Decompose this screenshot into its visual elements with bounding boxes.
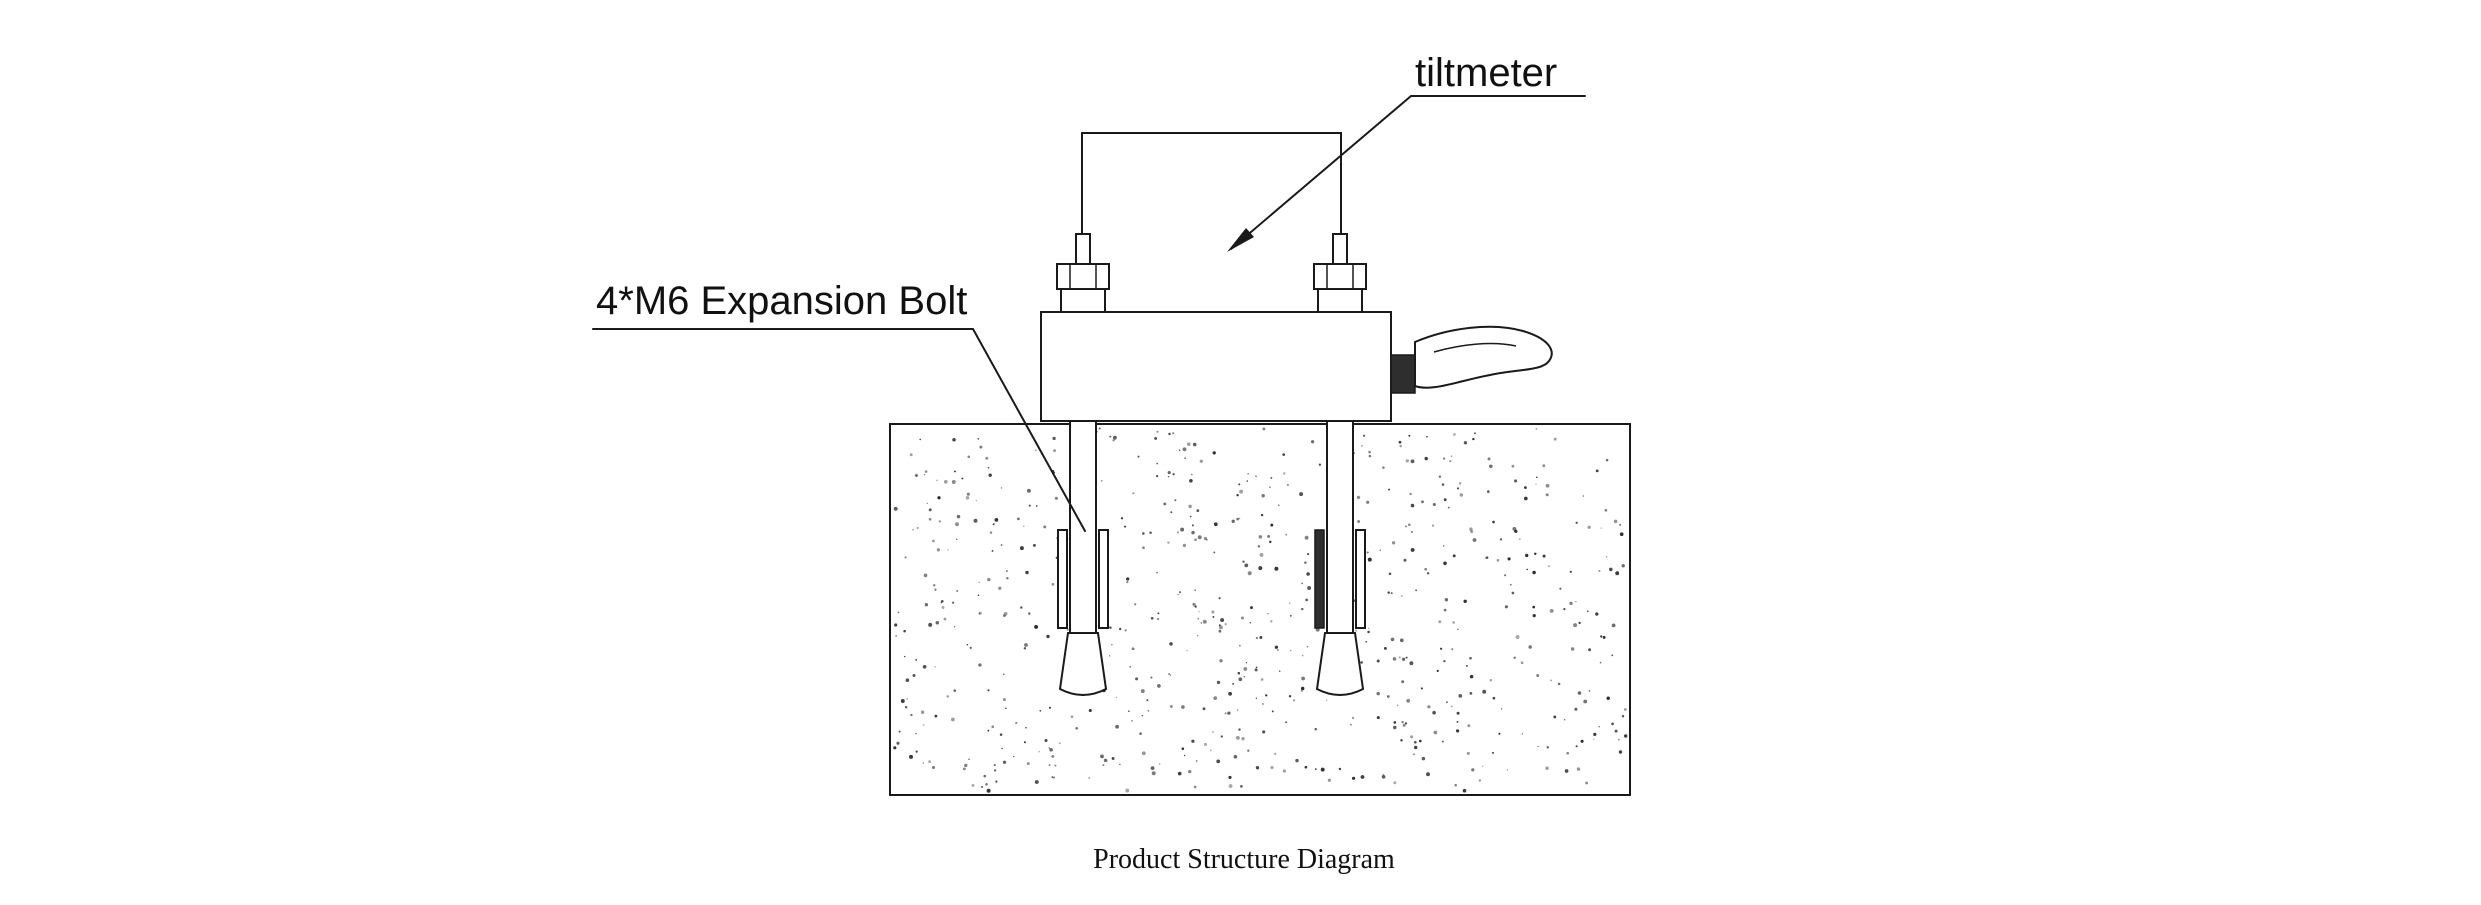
cable (1414, 325, 1553, 389)
fastening-nut-left (1056, 233, 1110, 313)
cable-assembly (1390, 325, 1553, 394)
cable-gland (1390, 354, 1416, 394)
tiltmeter-leader (1227, 95, 1586, 252)
tiltmeter-body (1081, 132, 1342, 313)
hex-nut-right (1313, 263, 1367, 290)
expansion-cone-right (1315, 632, 1365, 696)
hex-nut-left (1056, 263, 1110, 290)
concrete-base-outline (889, 423, 1631, 796)
bolt-shaft-right (1326, 420, 1354, 636)
expansion-sleeve-left-b (1098, 529, 1109, 629)
tiltmeter-arrowhead (1227, 228, 1254, 252)
washer-right (1317, 288, 1363, 313)
cable-fold-line (1433, 342, 1517, 353)
bolt-stud-right (1332, 233, 1348, 265)
fastening-nut-right (1313, 233, 1367, 313)
expansion-sleeve-right-b (1355, 529, 1366, 629)
concrete-texture (893, 427, 1628, 793)
mounting-plate (1040, 311, 1392, 422)
concrete-base (889, 423, 1631, 796)
expansion-bolt-leader-line (592, 328, 1086, 532)
tiltmeter-label: tiltmeter (1415, 51, 1557, 95)
expansion-sleeve-left-a (1057, 529, 1068, 629)
expansion-bolt-label: 4*M6 Expansion Bolt (596, 279, 967, 323)
bolt-stud-left (1075, 233, 1091, 265)
expansion-bolt-right (1314, 420, 1366, 696)
tiltmeter-leader-line (1230, 95, 1586, 250)
expansion-sleeve-right-a (1314, 529, 1325, 629)
washer-left (1060, 288, 1106, 313)
expansion-cone-left (1058, 632, 1108, 696)
diagram-caption: Product Structure Diagram (1093, 844, 1395, 875)
